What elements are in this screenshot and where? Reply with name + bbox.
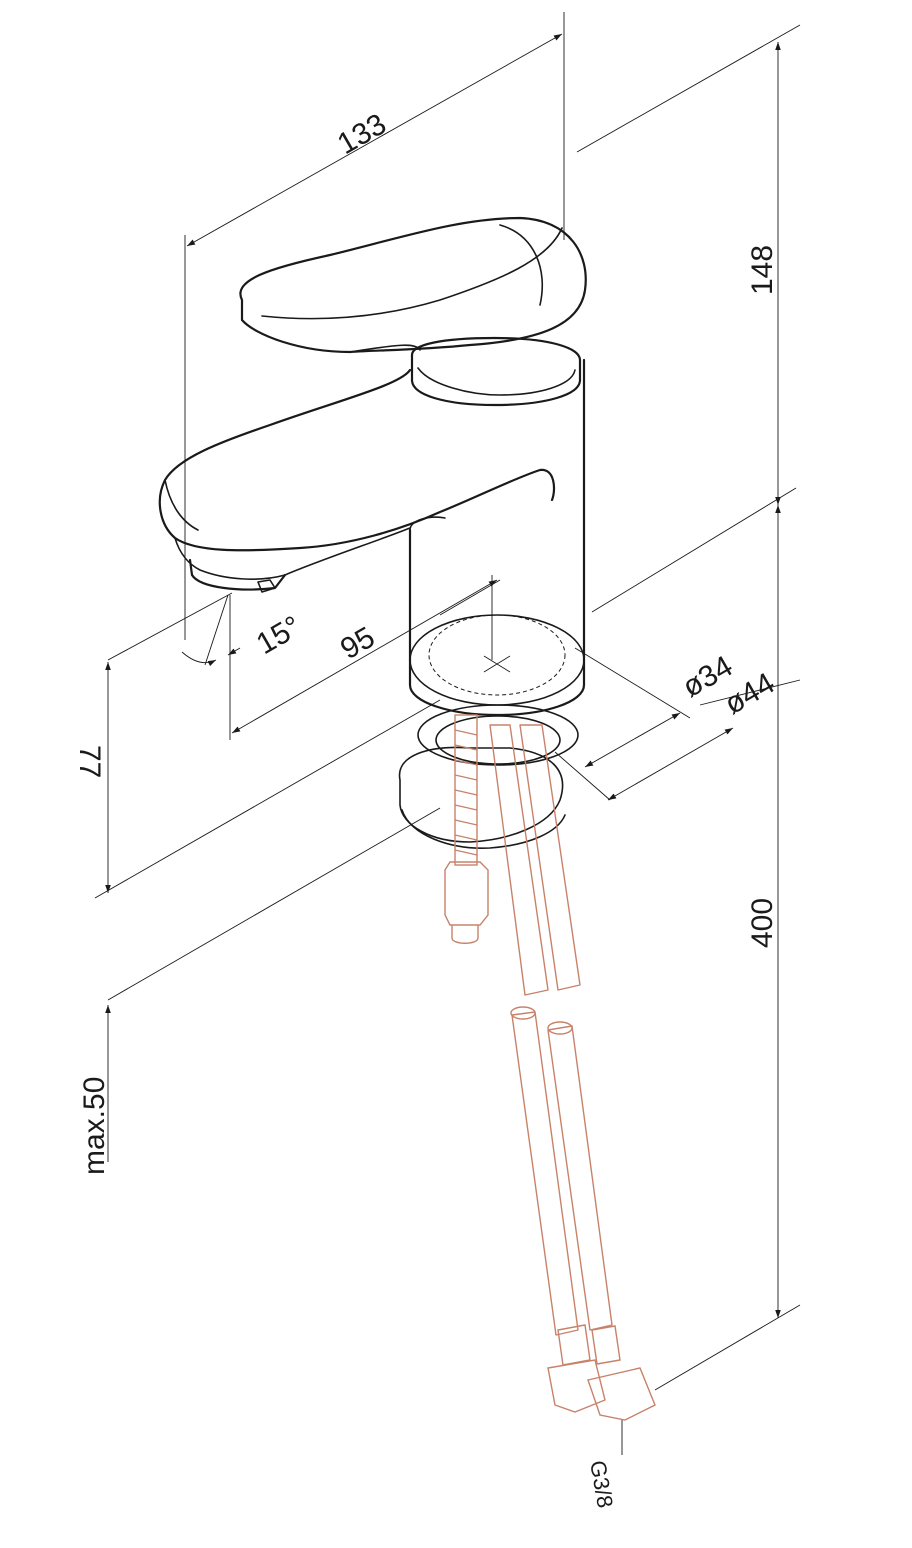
cartridge-collar	[410, 336, 582, 407]
faucet-base	[409, 614, 585, 706]
spout	[158, 368, 556, 552]
base-inner-circle	[428, 614, 566, 696]
lever-handle	[239, 216, 587, 354]
dim-reach-95: 95	[335, 621, 380, 666]
dimension-labels: 133 148 15° 95 77 ø34 ø44 400 max.50 G3/…	[73, 107, 780, 1509]
dim-angle-15: 15°	[251, 610, 307, 661]
dimension-lines	[105, 33, 781, 1318]
faucet-column	[408, 358, 586, 717]
dim-height-400: 400	[746, 898, 779, 948]
dim-spout-height-77: 77	[73, 745, 106, 778]
mounting-hardware	[398, 704, 656, 1421]
dim-thread: G3/8	[585, 1459, 618, 1510]
dim-max-thickness: max.50	[78, 1077, 111, 1175]
faucet-body	[158, 216, 587, 717]
extension-lines	[94, 12, 801, 1455]
dim-length-133: 133	[332, 107, 392, 161]
dim-height-148: 148	[746, 245, 779, 295]
aerator	[188, 558, 287, 591]
